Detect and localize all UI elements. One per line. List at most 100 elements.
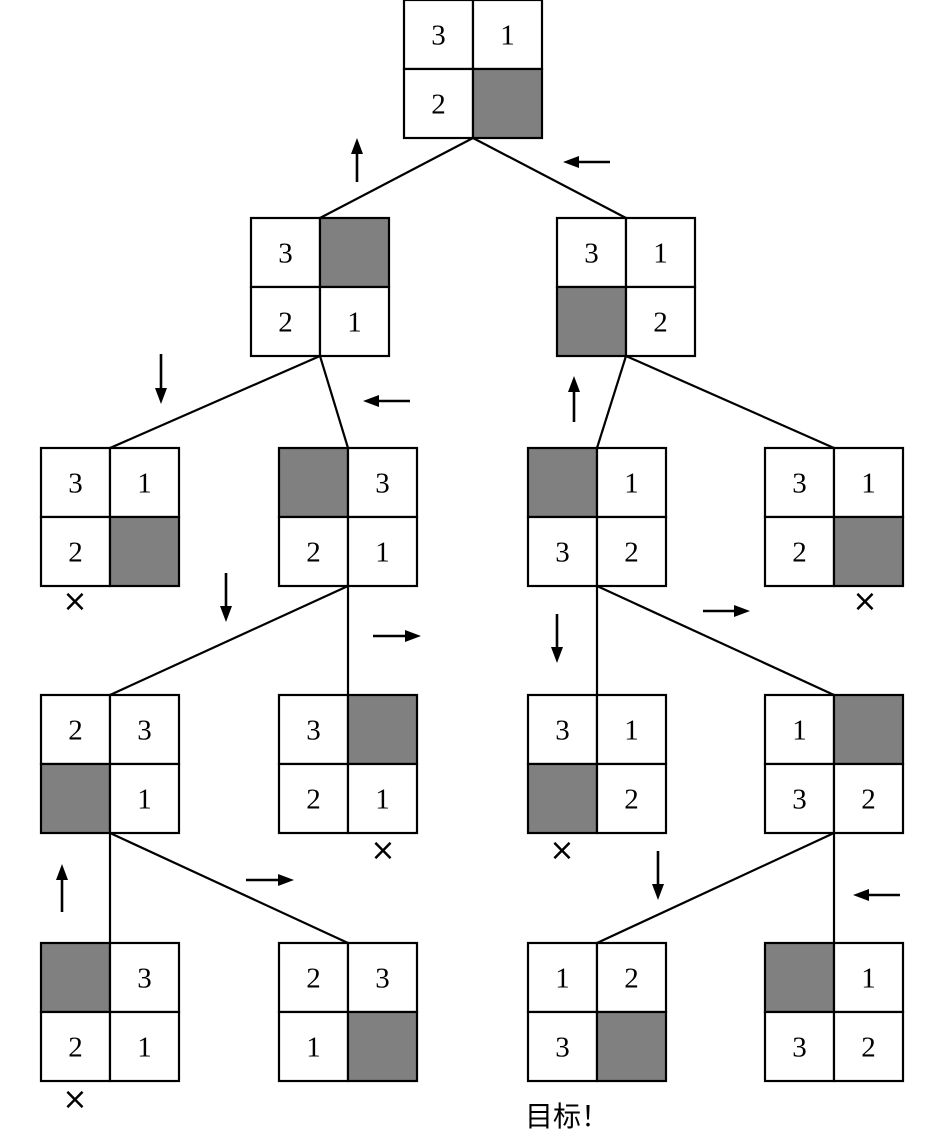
tree-edges — [108, 137, 836, 944]
arrow-right-icon — [373, 630, 421, 642]
number-tile — [39, 693, 112, 766]
arrow-down-icon — [155, 354, 167, 404]
number-tile — [595, 941, 668, 1014]
tile-number: 1 — [375, 784, 390, 816]
number-tile — [763, 762, 836, 835]
tile-number: 1 — [137, 468, 152, 500]
blank-tile — [277, 446, 350, 519]
number-tile — [346, 762, 419, 835]
number-tile — [595, 446, 668, 519]
arrow-up-icon — [56, 864, 68, 912]
rejected-mark: × — [62, 584, 87, 619]
arrow-right-icon — [703, 605, 750, 617]
number-tile — [346, 446, 419, 519]
rejected-mark: × — [62, 1082, 87, 1117]
number-tile — [277, 515, 350, 588]
tile-number: 3 — [431, 20, 446, 52]
blank-tile — [526, 446, 599, 519]
tree-edge — [472, 137, 627, 219]
blank-tile — [555, 285, 628, 358]
blank-tile — [346, 693, 419, 766]
tile-number: 1 — [306, 1032, 321, 1064]
tile-number: 1 — [347, 307, 362, 339]
tree-edge — [109, 832, 349, 944]
arrow-up-icon — [568, 376, 580, 422]
arrow-right-icon — [246, 874, 294, 886]
tile-number: 1 — [861, 468, 876, 500]
number-tile — [402, 67, 475, 140]
rejected-mark: × — [549, 833, 574, 868]
number-tile — [526, 515, 599, 588]
number-tile — [595, 762, 668, 835]
tile-number: 3 — [584, 238, 599, 270]
number-tile — [108, 941, 181, 1014]
number-tile — [108, 693, 181, 766]
tile-number: 2 — [306, 784, 321, 816]
number-tile — [249, 285, 322, 358]
tile-number: 1 — [500, 20, 515, 52]
tile-number: 2 — [306, 963, 321, 995]
tile-number: 2 — [624, 784, 639, 816]
move-arrows — [56, 138, 900, 912]
arrow-down-icon — [220, 573, 232, 622]
tile-number: 1 — [137, 1032, 152, 1064]
tile-number: 2 — [792, 537, 807, 569]
arrow-down-icon — [652, 851, 664, 900]
tile-number: 1 — [624, 715, 639, 747]
arrow-left-icon — [853, 889, 900, 901]
tile-number: 2 — [68, 1032, 83, 1064]
tile-number: 1 — [624, 468, 639, 500]
number-tile — [624, 216, 697, 289]
tile-number: 1 — [137, 784, 152, 816]
arrow-left-icon — [563, 156, 610, 168]
tile-number: 2 — [861, 784, 876, 816]
tree-edge — [319, 137, 474, 219]
tile-number: 3 — [137, 715, 152, 747]
tile-number: 3 — [555, 1032, 570, 1064]
tile-number: 1 — [861, 963, 876, 995]
rejected-mark: × — [370, 833, 395, 868]
number-tile — [595, 515, 668, 588]
rejected-mark: × — [852, 584, 877, 619]
node-marks: × × × × × 目标！ — [62, 584, 877, 1133]
tile-number: 3 — [306, 715, 321, 747]
number-tile — [526, 693, 599, 766]
tree-edge — [596, 585, 835, 696]
tile-number: 1 — [375, 537, 390, 569]
tree-edge — [595, 355, 628, 449]
tile-number: 2 — [624, 537, 639, 569]
number-tile — [763, 693, 836, 766]
state-board-L3-b: 3 2 1 — [277, 693, 419, 835]
tree-edge — [109, 354, 321, 450]
number-tile — [595, 693, 668, 766]
number-tile — [39, 515, 112, 588]
tree-edge — [596, 832, 835, 944]
blank-tile — [832, 515, 905, 588]
blank-tile — [526, 762, 599, 835]
blank-tile — [39, 762, 112, 835]
tree-edge — [318, 355, 350, 449]
blank-tile — [108, 515, 181, 588]
tile-number: 2 — [306, 537, 321, 569]
tree-edge — [625, 354, 835, 450]
number-tile — [277, 762, 350, 835]
tile-number: 3 — [792, 1032, 807, 1064]
blank-tile — [763, 941, 836, 1014]
tile-number: 3 — [375, 468, 390, 500]
tree-edge — [109, 584, 349, 697]
blank-tile — [318, 216, 391, 289]
blank-tile — [346, 1010, 419, 1083]
number-tile — [763, 1010, 836, 1083]
number-tile — [832, 1010, 905, 1083]
goal-label: 目标！ — [525, 1100, 609, 1133]
